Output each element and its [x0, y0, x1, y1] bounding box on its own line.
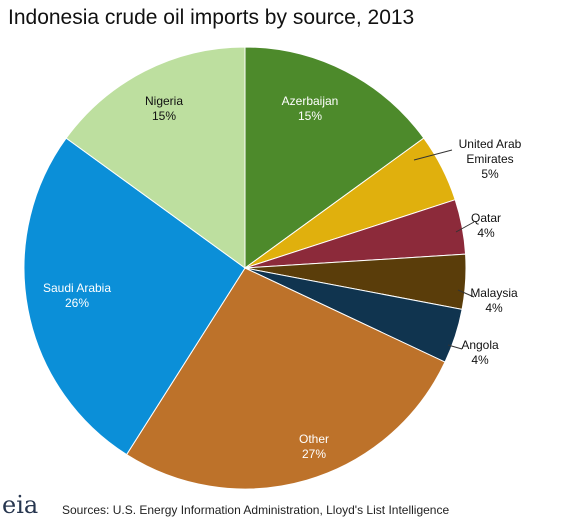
pie-slice-other	[125, 267, 446, 490]
chart-title: Indonesia crude oil imports by source, 2…	[8, 6, 415, 29]
pie-slice-saudi-arabia	[23, 137, 246, 456]
leader-lines	[413, 149, 475, 350]
pie-slice-azerbaijan	[244, 46, 425, 269]
leader-line	[457, 289, 475, 298]
source-note: Sources: U.S. Energy Information Adminis…	[62, 503, 450, 517]
leader-line	[455, 221, 475, 233]
pie-slices	[23, 46, 467, 490]
eia-logo: eia	[2, 491, 39, 519]
leader-line	[447, 344, 463, 350]
leader-line	[413, 149, 453, 161]
pie-slice-nigeria	[65, 46, 246, 269]
